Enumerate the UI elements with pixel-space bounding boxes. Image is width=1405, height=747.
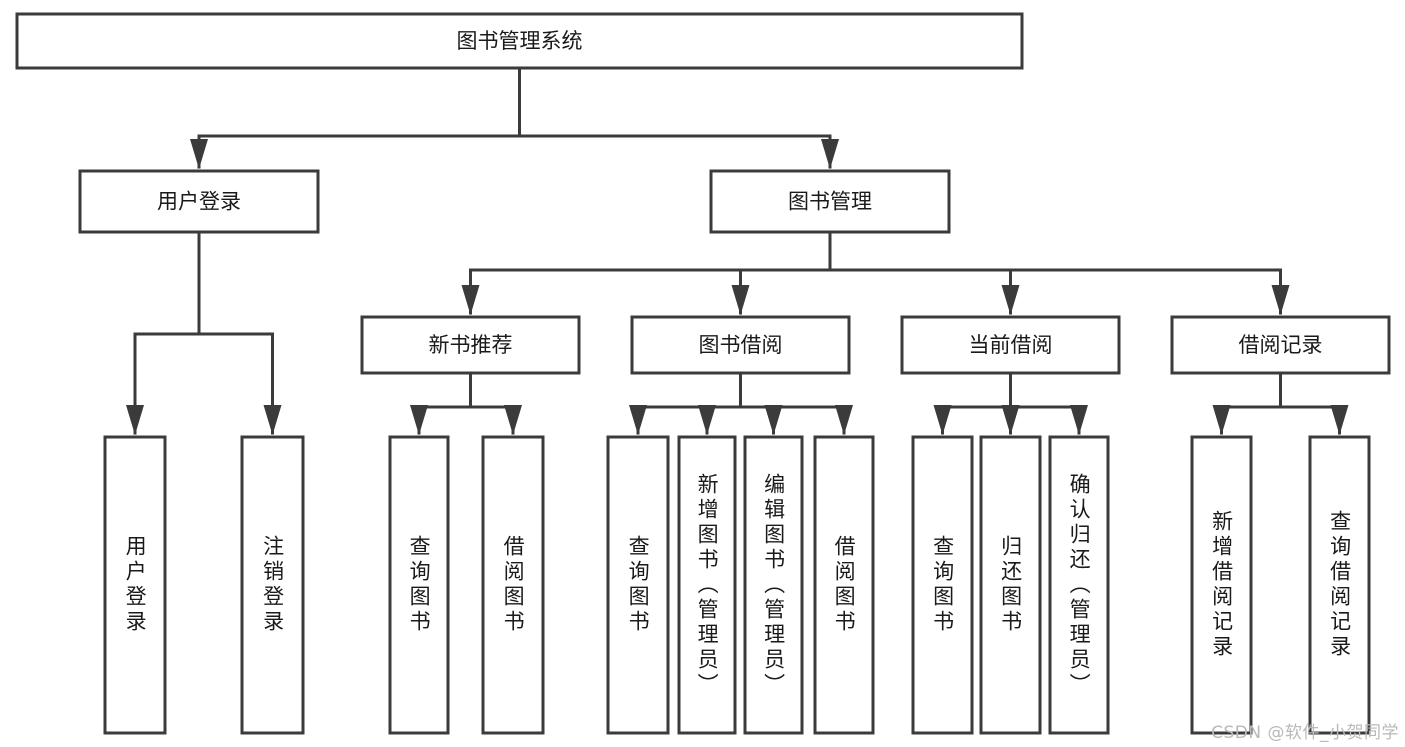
watermark: CSDN @软件_小贺同学	[1211, 723, 1399, 743]
node-box-leaf-return-book[interactable]	[979, 435, 1042, 735]
node-box-leaf-borrow-book-2[interactable]	[813, 435, 875, 735]
node-box-leaf-user-login[interactable]	[103, 435, 167, 735]
node-label-new-book-rec: 新书推荐	[429, 333, 513, 357]
node-box-current-borrow[interactable]	[900, 315, 1121, 375]
node-box-new-book-rec[interactable]	[360, 315, 581, 375]
node-box-leaf-add-book[interactable]	[677, 435, 737, 735]
node-box-leaf-edit-book[interactable]	[743, 435, 804, 735]
arrow-head-icon	[821, 139, 839, 169]
node-box-leaf-user-logout[interactable]	[240, 435, 305, 735]
arrow-head-icon	[764, 405, 783, 435]
node-label-user-login: 用户登录	[157, 190, 241, 214]
arrow-head-icon	[1271, 285, 1290, 315]
arrow-head-icon	[263, 405, 282, 435]
node-box-user-login[interactable]	[78, 169, 320, 234]
arrow-head-icon	[731, 285, 750, 315]
node-label-root: 图书管理系统	[457, 29, 583, 53]
arrow-head-icon	[461, 285, 480, 315]
node-box-leaf-confirm-ret[interactable]	[1048, 435, 1110, 735]
arrow-head-icon	[1330, 405, 1349, 435]
arrow-head-icon	[126, 405, 144, 435]
node-box-borrow-record[interactable]	[1170, 315, 1391, 375]
node-label-book-borrow: 图书借阅	[699, 333, 783, 357]
node-box-leaf-borrow-book-1[interactable]	[481, 435, 545, 735]
node-box-layer	[15, 12, 1391, 735]
node-box-leaf-query-book-3[interactable]	[911, 435, 974, 735]
node-label-borrow-record: 借阅记录	[1239, 333, 1323, 357]
arrow-head-icon	[1212, 405, 1231, 435]
node-label-book-manage: 图书管理	[788, 190, 872, 214]
node-label-current-borrow: 当前借阅	[969, 333, 1053, 357]
node-box-leaf-query-record[interactable]	[1308, 435, 1371, 735]
node-box-book-borrow[interactable]	[630, 315, 851, 375]
arrow-head-icon	[698, 405, 716, 435]
arrow-head-icon	[629, 405, 647, 435]
arrow-head-icon	[410, 405, 428, 435]
node-box-leaf-query-book-2[interactable]	[606, 435, 670, 735]
node-box-book-manage[interactable]	[709, 169, 951, 234]
connector-layer	[126, 66, 1349, 435]
node-box-leaf-add-record[interactable]	[1190, 435, 1253, 735]
arrow-head-icon	[835, 405, 853, 435]
arrow-head-icon	[504, 405, 522, 435]
arrow-head-icon	[190, 139, 208, 169]
arrow-head-icon	[1001, 285, 1020, 315]
node-box-leaf-query-book-1[interactable]	[388, 435, 450, 735]
node-box-root[interactable]	[15, 12, 1024, 70]
arrow-head-icon	[933, 405, 952, 435]
arrow-head-icon	[1070, 405, 1088, 435]
arrow-head-icon	[1001, 405, 1020, 435]
